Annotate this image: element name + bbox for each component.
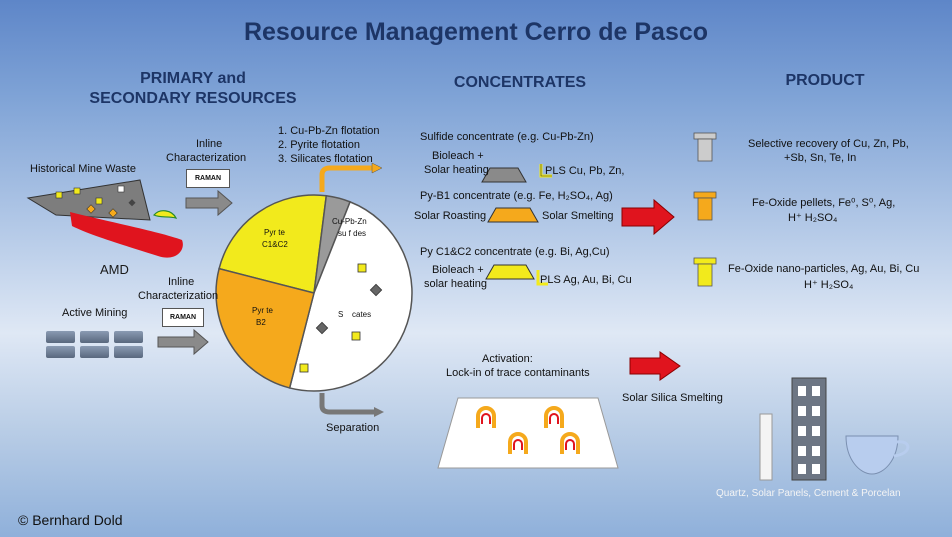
pyc-process-2: solar heating (424, 278, 487, 290)
mineral-particle-icon (315, 321, 329, 335)
pie-label-silicates: S (338, 310, 344, 319)
sulfide-process-2: Solar heating (424, 164, 489, 176)
active-mining-block (46, 346, 75, 358)
active-mining-block (80, 331, 109, 343)
arrow-active-to-pie (157, 328, 209, 356)
active-mining-block (114, 331, 143, 343)
header-primary-line1: PRIMARY and (140, 70, 246, 87)
label-active-mining: Active Mining (62, 307, 128, 319)
sulfide-heading: Sulfide concentrate (e.g. Cu-Pb-Zn) (420, 131, 594, 143)
mineral-particle-icon (369, 283, 383, 297)
label-amd: AMD (100, 262, 129, 277)
pie-label-pyrite-c-b: C1&C2 (262, 240, 288, 249)
separation-arrow (319, 393, 374, 415)
resource-pie-chart (215, 194, 413, 392)
label-inline-1a: Inline (196, 138, 223, 150)
mineral-particle-icon (299, 363, 309, 373)
locked-contaminant-icons (476, 406, 580, 454)
solar-building (791, 377, 827, 481)
active-mining-block (114, 346, 143, 358)
pyb1-process: Solar Roasting (414, 210, 487, 222)
credit-text: © Bernhard Dold (18, 512, 123, 528)
product-3-line2: H⁺ H₂SO₄ (804, 279, 854, 291)
flotation-arrow (319, 165, 372, 192)
pie-label-pyrite-b: Pyr te (252, 306, 273, 315)
quartz-bar (759, 413, 773, 481)
porcelain-cup (845, 435, 910, 475)
label-final-products: Quartz, Solar Panels, Cement & Porcelan (716, 488, 901, 499)
product-1-line2: +Sb, Sn, Te, In (784, 152, 857, 164)
pyc-concentrate-shape (485, 264, 535, 280)
pie-slice (218, 194, 328, 294)
red-arrow-to-products (621, 198, 675, 236)
product-3-line1: Fe-Oxide nano-particles, Ag, Au, Bi, Cu (728, 263, 920, 275)
label-inline-2a: Inline (168, 276, 195, 288)
activation-line2: Lock-in of trace contaminants (446, 367, 590, 379)
pyb1-result: Solar Smelting (542, 210, 614, 222)
label-historical-mine-waste: Historical Mine Waste (30, 163, 136, 175)
product-mug-yellow (693, 257, 717, 287)
mineral-particle-icon (351, 331, 361, 341)
product-1-line1: Selective recovery of Cu, Zn, Pb, (748, 138, 909, 150)
mineral-particle-icon (357, 263, 367, 273)
pyc-result: PLS Ag, Au, Bi, Cu (540, 274, 632, 286)
pyb1-heading: Py-B1 concentrate (e.g. Fe, H₂SO₄, Ag) (420, 190, 613, 202)
header-concentrates: CONCENTRATES (453, 74, 587, 91)
active-mining-block (46, 331, 75, 343)
pie-label-silicates-b: cates (352, 310, 372, 319)
label-inline-1b: Characterization (166, 152, 247, 164)
sulfide-concentrate-shape (481, 167, 527, 183)
activation-plate (437, 397, 619, 469)
raman-box-1: RAMAN (186, 169, 230, 188)
raman-box-2: RAMAN (162, 308, 204, 327)
product-mug-grey (693, 132, 717, 162)
flotation-step-3: 3. Silicates flotation (278, 153, 373, 165)
pie-label-sulfides-b: su f des (338, 229, 367, 238)
red-arrow-to-silica (629, 351, 681, 381)
pie-label-pyrite-b-b: B2 (256, 318, 266, 327)
label-separation: Separation (326, 422, 380, 434)
active-mining-block (80, 346, 109, 358)
arrow-historical-to-pie (185, 189, 233, 217)
flotation-step-2: 2. Pyrite flotation (278, 139, 360, 151)
pie-label-pyrite-c: Pyr te (264, 228, 285, 237)
label-inline-2b: Characterization (138, 290, 219, 302)
page-title: Resource Management Cerro de Pasco (243, 18, 709, 46)
pyc-heading: Py C1&C2 concentrate (e.g. Bi, Ag,Cu) (420, 246, 610, 258)
sulfide-result: PLS Cu, Pb, Zn, (545, 165, 625, 177)
pie-slice (215, 267, 315, 389)
product-2-line1: Fe-Oxide pellets, Fe⁰, S⁰, Ag, (752, 197, 896, 209)
activation-line1: Activation: (482, 353, 533, 365)
amd-plume (70, 212, 183, 258)
pyb1-concentrate-shape (487, 207, 539, 223)
pyc-process-1: Bioleach + (432, 264, 484, 276)
mine-waste-dump (26, 179, 183, 258)
pie-slice (288, 200, 413, 392)
sulfide-process-1: Bioleach + (432, 150, 484, 162)
product-mug-orange (693, 191, 717, 221)
product-2-line2: H⁺ H₂SO₄ (788, 212, 838, 224)
header-primary-line2: SECONDARY RESOURCES (89, 90, 297, 107)
flotation-step-1: 1. Cu-Pb-Zn flotation (278, 125, 380, 137)
header-product: PRODUCT (785, 72, 865, 89)
pie-label-sulfides: Cu-Pb-Zn (332, 217, 367, 226)
label-solar-silica-smelting: Solar Silica Smelting (622, 392, 723, 404)
